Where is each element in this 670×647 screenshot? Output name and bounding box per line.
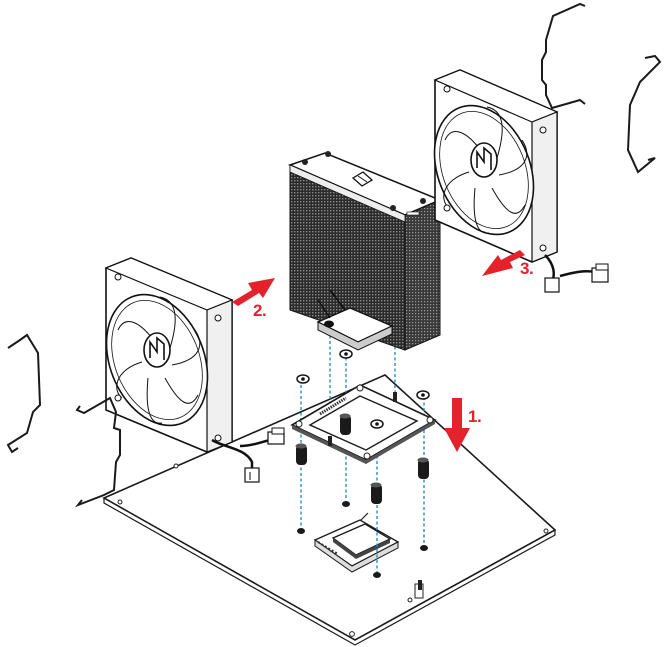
rear-fan-logo-icon [470, 142, 498, 178]
standoff-2 [339, 413, 351, 435]
standoffs [295, 413, 429, 504]
step-1-arrow-icon [444, 398, 470, 452]
front-fan-logo-icon [143, 332, 171, 368]
board-nuts [297, 501, 428, 578]
fan-clip-top-right [626, 54, 662, 174]
front-fan-connector-3pin [244, 467, 260, 483]
cpu [313, 512, 400, 573]
heatsink-logo-icon [351, 171, 374, 187]
mounting-bracket [290, 384, 437, 464]
step-arrows [232, 250, 525, 452]
standoff-4 [417, 457, 429, 479]
fan-clips [6, 2, 662, 508]
rear-fan-connector-3pin [544, 277, 560, 293]
step-2-label: 2. [253, 301, 267, 320]
step-1-label: 1. [468, 407, 482, 426]
standoff-3 [370, 482, 382, 504]
rear-fan [433, 69, 609, 293]
fan-clip-left-1 [6, 333, 42, 454]
motherboard [102, 374, 557, 646]
screw-2 [339, 349, 353, 359]
step-3-label: 3. [520, 259, 534, 278]
front-fan [104, 257, 285, 483]
heatsink-tower [287, 151, 442, 351]
rear-fan-connector-4pin [591, 263, 609, 283]
screw-4 [370, 419, 384, 429]
step-2-arrow-icon [232, 278, 275, 306]
screw-3 [416, 390, 430, 400]
rear-standoff-post [414, 580, 424, 599]
screw-1 [296, 374, 310, 384]
step-3-arrow-icon [482, 250, 525, 276]
fan-clip-top-left [541, 2, 586, 110]
thumb-screws [296, 349, 430, 429]
fan-clip-left-2 [74, 396, 121, 508]
standoff-1 [295, 443, 307, 465]
front-fan-connector-4pin [267, 427, 285, 445]
